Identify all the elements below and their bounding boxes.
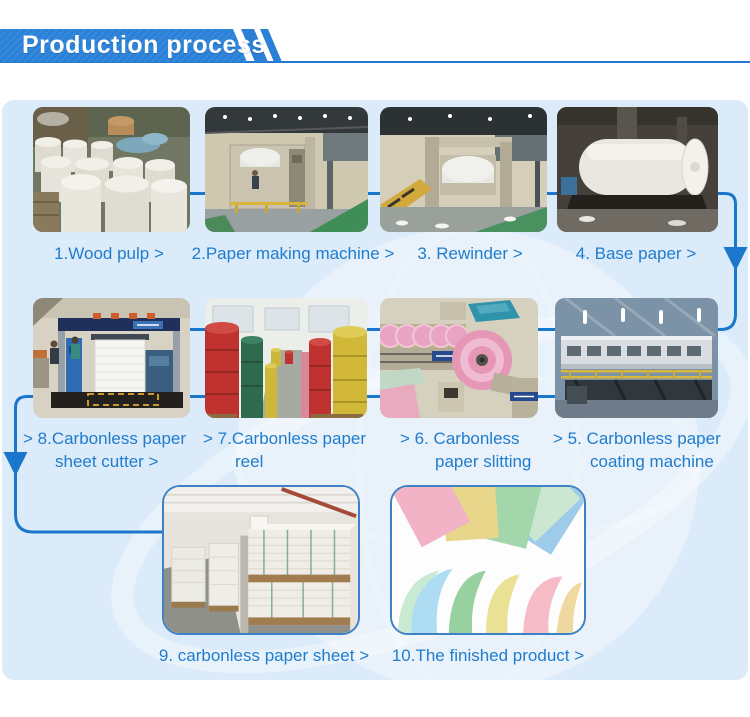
banner-slash-icon (241, 29, 268, 62)
header-banner-shape (0, 29, 282, 62)
step-label-8: > 8.Carbonless paper sheet cutter > (23, 427, 186, 473)
step-label-10: 10.The finished product > (391, 646, 585, 665)
step-label-2: 2.Paper making machine > (191, 244, 395, 263)
photo-step-6-paper-slitting (380, 298, 538, 418)
header-underline (0, 61, 750, 63)
step-label-5: > 5. Carbonless paper coating machine (553, 427, 721, 473)
photo-step-7-paper-reels (205, 298, 367, 418)
step-label-7: > 7.Carbonless paper reel (203, 427, 366, 473)
step-label-3: 3. Rewinder > (417, 244, 523, 263)
step-label-5-line2: coating machine (590, 452, 714, 471)
step-label-1: 1.Wood pulp > (54, 244, 164, 263)
step-label-9: 9. carbonless paper sheet > (158, 646, 370, 665)
step-label-6-line1: > 6. Carbonless (400, 429, 520, 448)
banner-ribbon (0, 29, 247, 62)
photo-step-9-paper-sheet-pallets (162, 485, 360, 635)
banner-slash-icon (260, 29, 282, 62)
photo-step-4-base-paper (557, 107, 718, 232)
step-label-6-line2: paper slitting (435, 452, 532, 471)
step-label-7-line2: reel (235, 452, 264, 471)
step-label-6: > 6. Carbonless paper slitting (400, 427, 531, 473)
step-label-7-line1: > 7.Carbonless paper (203, 429, 367, 448)
step-label-4: 4. Base paper > (575, 244, 697, 263)
photo-step-3-rewinder (380, 107, 547, 232)
step-label-5-line1: > 5. Carbonless paper (553, 429, 721, 448)
step-label-8-line1: > 8.Carbonless paper (23, 429, 187, 448)
page-title: Production process (22, 31, 266, 59)
photo-step-10-finished-product (390, 485, 586, 635)
photo-step-1-wood-pulp (33, 107, 190, 232)
step-label-8-line2: sheet cutter > (55, 452, 159, 471)
photo-step-2-paper-making-machine (205, 107, 368, 232)
photo-step-5-coating-machine (555, 298, 718, 418)
photo-step-8-sheet-cutter (33, 298, 190, 418)
